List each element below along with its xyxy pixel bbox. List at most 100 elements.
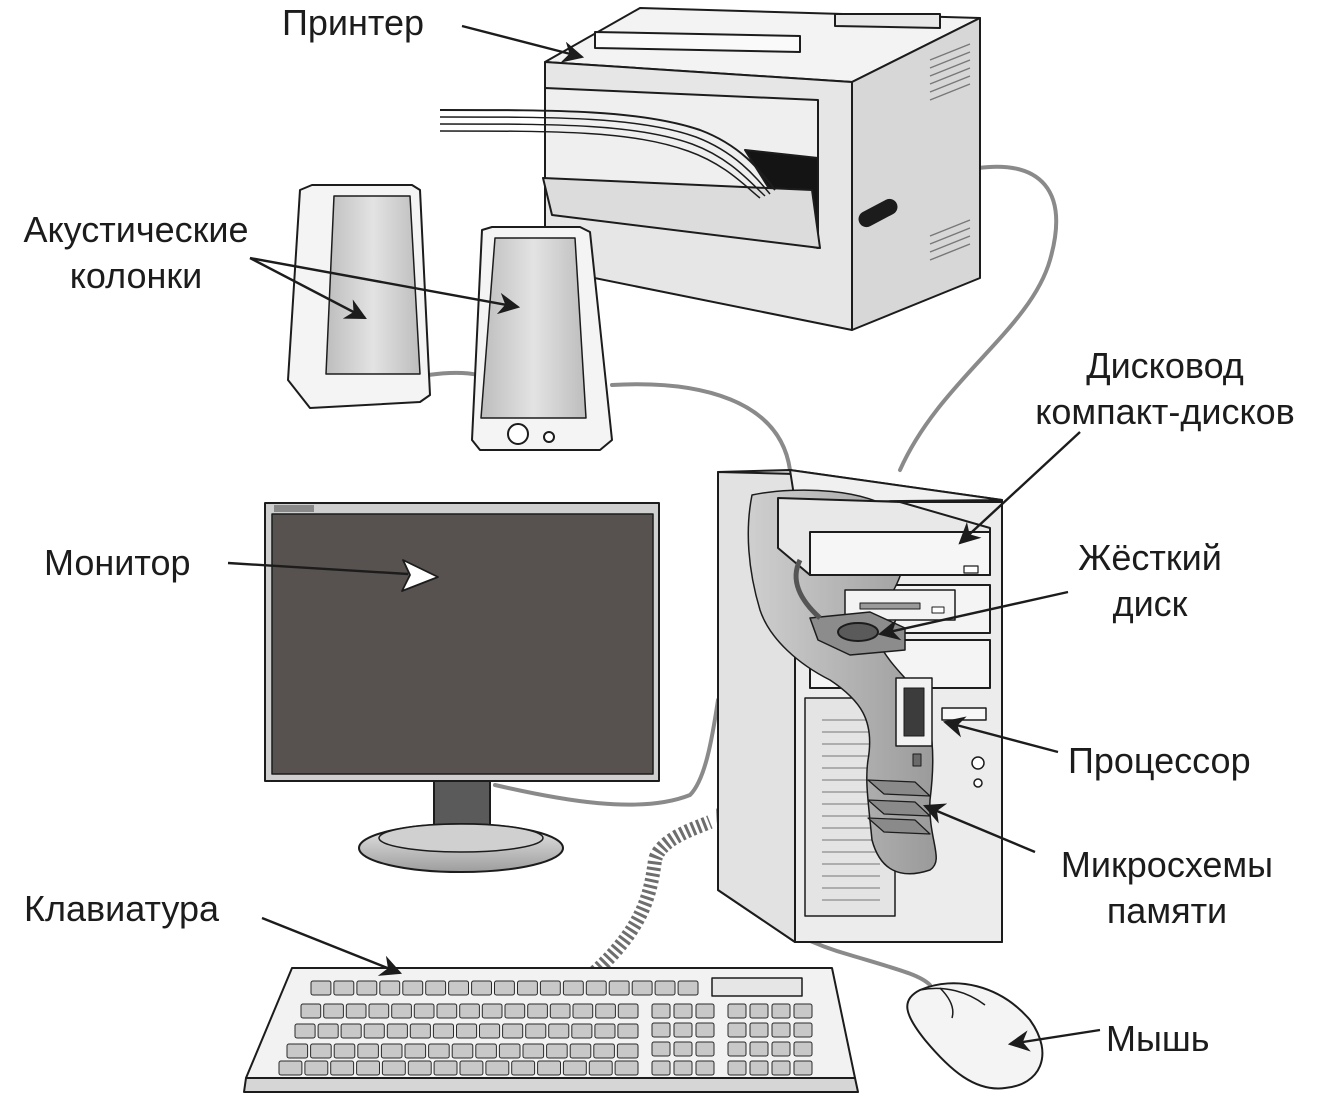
- keyboard-key: [459, 1060, 484, 1076]
- keyboard-key: [356, 1060, 381, 1076]
- pointer-monitor: [227, 559, 439, 592]
- keyboard-key: [631, 980, 653, 996]
- pointer-cd-drive: [958, 431, 1081, 545]
- pointer-keyboard: [261, 916, 403, 976]
- keyboard: [243, 967, 859, 1093]
- keyboard-key: [771, 1060, 791, 1076]
- label-keyboard-text: Клавиатура: [24, 888, 219, 929]
- label-processor: Процессор: [1068, 738, 1251, 784]
- pointer-speaker-left: [249, 256, 367, 320]
- keyboard-key: [471, 980, 493, 996]
- keyboard-key: [572, 1003, 594, 1019]
- keyboard-key: [673, 1041, 693, 1057]
- keyboard-key: [749, 1041, 769, 1057]
- keyboard-key: [614, 1060, 639, 1076]
- keyboard-keys: [278, 980, 813, 1076]
- label-mouse-text: Мышь: [1106, 1018, 1210, 1059]
- keyboard-key: [727, 1022, 747, 1038]
- keyboard-key: [428, 1043, 450, 1059]
- keyboard-key: [333, 980, 355, 996]
- keyboard-key: [727, 1041, 747, 1057]
- keyboard-key: [677, 980, 699, 996]
- keyboard-key: [286, 1043, 309, 1059]
- speaker-link-cable: [426, 370, 480, 377]
- keyboard-key: [651, 1003, 671, 1019]
- pointers: [249, 24, 1101, 1052]
- keyboard-key: [793, 1022, 813, 1038]
- pointer-cpu: [942, 716, 1059, 754]
- pointer-mouse: [1007, 1028, 1101, 1052]
- keyboard-coil-cord: [590, 815, 713, 978]
- pointer-printer: [461, 24, 585, 63]
- speaker-cable: [610, 382, 792, 472]
- keyboard-key: [504, 1003, 526, 1019]
- keyboard-key: [749, 1060, 769, 1076]
- keyboard-key: [425, 980, 447, 996]
- printer-cable: [898, 164, 1059, 472]
- keyboard-key: [323, 1003, 344, 1019]
- keyboard-key: [402, 980, 424, 996]
- keyboard-key: [727, 1003, 747, 1019]
- keyboard-key: [617, 1003, 639, 1019]
- keyboard-key: [695, 1041, 715, 1057]
- keyboard-key: [616, 1043, 639, 1059]
- monitor: [264, 502, 660, 873]
- monitor-cable: [493, 698, 720, 807]
- keyboard-key: [537, 1060, 561, 1076]
- keyboard-key: [771, 1041, 791, 1057]
- keyboard-key: [562, 1060, 587, 1076]
- keyboard-key: [300, 1003, 322, 1019]
- keyboard-key: [481, 1003, 503, 1019]
- keyboard-key: [304, 1060, 329, 1076]
- keyboard-key: [368, 1003, 390, 1019]
- keyboard-key: [695, 1060, 715, 1076]
- keyboard-key: [539, 980, 561, 996]
- keyboard-key: [502, 1023, 524, 1039]
- label-monitor: Монитор: [44, 540, 191, 586]
- keyboard-key: [386, 1023, 408, 1039]
- keyboard-key: [404, 1043, 427, 1059]
- keyboard-key: [585, 980, 607, 996]
- keyboard-key: [771, 1022, 791, 1038]
- label-monitor-text: Монитор: [44, 542, 191, 583]
- keyboard-key: [673, 1022, 693, 1038]
- keyboard-key: [617, 1023, 639, 1039]
- speaker-left: [287, 184, 431, 409]
- keyboard-key: [448, 980, 470, 996]
- label-hard-disk: Жёсткий диск: [1060, 535, 1240, 627]
- keyboard-key: [391, 1003, 412, 1019]
- keyboard-key: [673, 1003, 693, 1019]
- keyboard-key: [546, 1043, 568, 1059]
- label-processor-text: Процессор: [1068, 740, 1251, 781]
- keyboard-key: [695, 1022, 715, 1038]
- keyboard-key: [433, 1060, 458, 1076]
- keyboard-key: [548, 1023, 570, 1039]
- keyboard-key: [569, 1043, 592, 1059]
- keyboard-key: [549, 1003, 571, 1019]
- keyboard-key: [793, 1003, 813, 1019]
- keyboard-key: [571, 1023, 593, 1039]
- keyboard-key: [749, 1003, 769, 1019]
- label-cd-drive: Дисковод компакт-дисков: [1010, 343, 1320, 435]
- label-memory: Микросхемы памяти: [1036, 842, 1298, 934]
- keyboard-key: [409, 1023, 431, 1039]
- keyboard-key: [310, 1043, 332, 1059]
- label-hard-disk-line2: диск: [1112, 583, 1188, 624]
- speaker-right: [471, 226, 613, 451]
- label-memory-line1: Микросхемы: [1060, 844, 1274, 885]
- keyboard-key: [451, 1043, 474, 1059]
- keyboard-key: [651, 1060, 671, 1076]
- mouse: [906, 982, 1044, 1090]
- keyboard-key: [525, 1023, 547, 1039]
- keyboard-key: [517, 980, 538, 996]
- label-printer: Принтер: [282, 0, 424, 46]
- printer: [439, 7, 981, 331]
- keyboard-key: [608, 980, 630, 996]
- keyboard-key: [511, 1060, 536, 1076]
- keyboard-key: [413, 1003, 435, 1019]
- keyboard-key: [695, 1003, 715, 1019]
- keyboard-key: [479, 1023, 501, 1039]
- keyboard-key: [593, 1043, 615, 1059]
- keyboard-key: [345, 1003, 367, 1019]
